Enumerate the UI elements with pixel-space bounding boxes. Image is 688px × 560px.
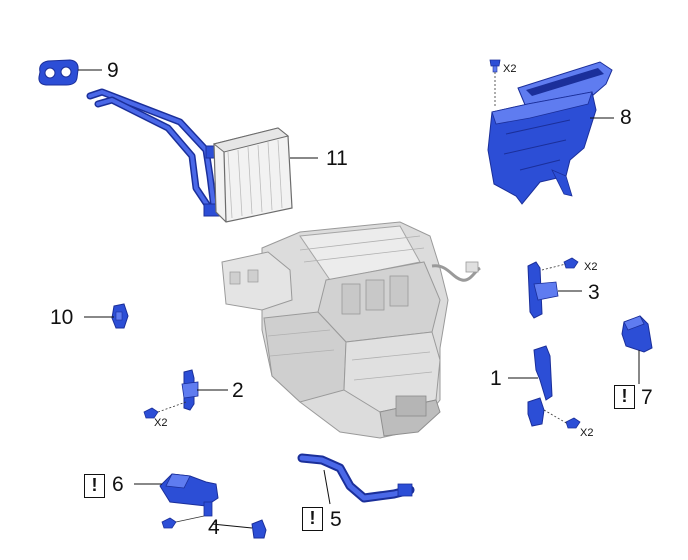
callout-3: 3 (588, 281, 600, 304)
part-7-actuator-bracket (621, 315, 653, 353)
callout-2: 2 (232, 379, 244, 402)
callout-7: 7 (641, 386, 653, 409)
quantity-label-part-2-screw: X2 (154, 417, 168, 429)
part-5-drain-hose (297, 453, 415, 503)
part-8-air-duct-assembly (487, 61, 613, 205)
part-4-clip (251, 519, 267, 539)
quantity-label-part-8-screw: X2 (503, 63, 517, 75)
callout-9: 9 (107, 59, 119, 82)
part-1-bracket (527, 345, 581, 429)
callout-4: 4 (208, 516, 220, 539)
part-6-air-duct (159, 473, 219, 529)
part-11-heater-radiator-core (86, 88, 293, 223)
caution-mark-part-5: ! (302, 507, 323, 531)
callout-1: 1 (490, 367, 502, 390)
callout-8: 8 (620, 106, 632, 129)
callout-6: 6 (112, 473, 124, 496)
callout-5: 5 (330, 508, 342, 531)
quantity-label-part-1-screw: X2 (580, 427, 594, 439)
caution-mark-part-7: ! (614, 385, 635, 409)
callout-10: 10 (50, 306, 74, 329)
part-8-screw-icon (489, 59, 501, 106)
caution-mark-part-6: ! (84, 474, 105, 498)
part-2-bracket (143, 369, 199, 419)
callout-11: 11 (326, 147, 348, 170)
part-9-pipe-grommet (38, 59, 79, 86)
part-3-bracket (527, 257, 579, 319)
air-conditioning-unit-assembly (221, 221, 481, 439)
quantity-label-part-3-screw: X2 (584, 261, 598, 273)
leader-lines (78, 69, 640, 529)
part-10-clip (111, 303, 129, 329)
